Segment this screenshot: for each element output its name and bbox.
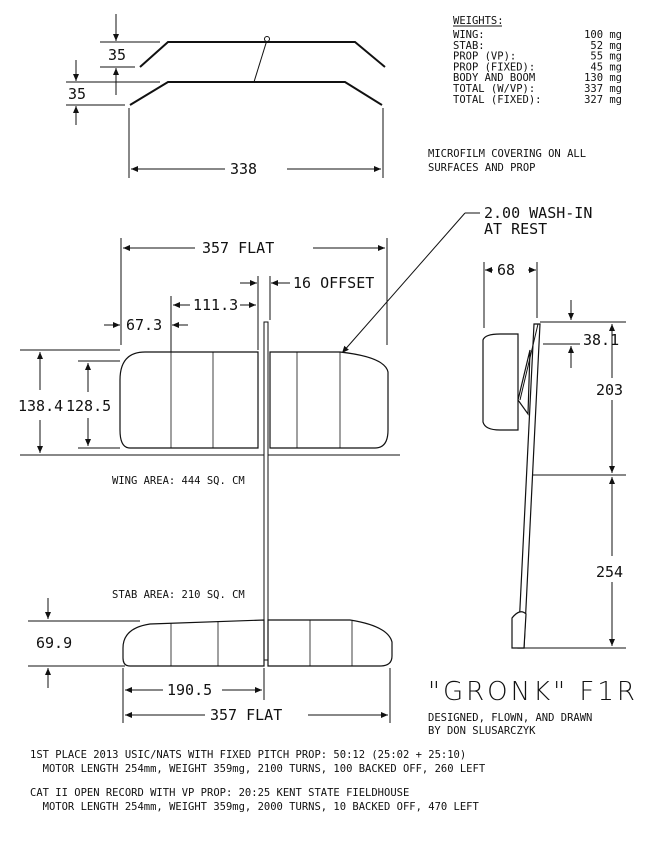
- stab-area-label: STAB AREA: 210 SQ. CM: [112, 589, 245, 601]
- wing-area-label: WING AREA: 444 SQ. CM: [112, 475, 245, 487]
- weight-value: 45 mg: [590, 61, 622, 73]
- top-view-stab: 69.9 190.5 357 FLAT: [28, 598, 393, 724]
- record-1-line-1: 1ST PLACE 2013 USIC/NATS WITH FIXED PITC…: [30, 749, 466, 761]
- model-title: "GRONK" F1R: [428, 677, 638, 707]
- washin-note-line-1: 2.00 WASH-IN: [484, 204, 592, 222]
- top-view-wing: 357 FLAT 16 OFFSET 111.3 67.3 138.4: [18, 238, 400, 661]
- weight-label: PROP (VP):: [453, 51, 516, 63]
- side-width-dim: 68: [497, 261, 515, 279]
- weight-value: 327 mg: [584, 94, 622, 106]
- side-upper-dim: 203: [596, 381, 623, 399]
- stab-chord-dim: 69.9: [36, 634, 72, 652]
- covering-note-line-2: SURFACES AND PROP: [428, 162, 535, 174]
- offset-dim: 16 OFFSET: [293, 274, 374, 292]
- rib-spacing-dim: 111.3: [193, 296, 238, 314]
- record-1-line-2: MOTOR LENGTH 254mm, WEIGHT 359mg, 2100 T…: [30, 763, 486, 775]
- covering-note-line-1: MICROFILM COVERING ON ALL: [428, 148, 586, 160]
- dihedral-lower-dim: 35: [68, 85, 86, 103]
- front-span-dim: 338: [230, 160, 257, 178]
- weight-label: PROP (FIXED):: [453, 61, 535, 73]
- wing-span-dim: 357 FLAT: [202, 239, 274, 257]
- washin-note-line-2: AT REST: [484, 220, 547, 238]
- record-2-line-2: MOTOR LENGTH 254mm, WEIGHT 359mg, 2000 T…: [30, 801, 480, 813]
- dihedral-upper-dim: 35: [108, 46, 126, 64]
- side-offset-dim: 38.1: [583, 331, 619, 349]
- side-view: 68 38.1 203 254: [482, 261, 626, 649]
- tip-inset-dim: 67.3: [126, 316, 162, 334]
- record-2-line-1: CAT II OPEN RECORD WITH VP PROP: 20:25 K…: [30, 787, 409, 799]
- side-lower-dim: 254: [596, 563, 623, 581]
- credits-line-2: BY DON SLUSARCZYK: [428, 725, 536, 737]
- weight-value: 130 mg: [584, 72, 622, 84]
- credits-line-1: DESIGNED, FLOWN, AND DRAWN: [428, 712, 592, 724]
- weight-label: WING:: [453, 29, 485, 41]
- weights-table: WEIGHTS: WING: 100 mg STAB: 52 mg PROP (VP):…: [453, 15, 622, 106]
- stab-span-dim: 357 FLAT: [210, 706, 282, 724]
- chord-inner-dim: 128.5: [66, 397, 111, 415]
- chord-outer-dim: 138.4: [18, 397, 63, 415]
- stab-half-dim: 190.5: [167, 681, 212, 699]
- weight-value: 52 mg: [590, 40, 622, 52]
- weight-value: 100 mg: [584, 29, 622, 41]
- weights-heading: WEIGHTS:: [453, 15, 504, 27]
- weight-label: TOTAL (W/VP):: [453, 83, 535, 95]
- weight-label: STAB:: [453, 40, 485, 52]
- weight-label: TOTAL (FIXED):: [453, 94, 542, 106]
- weight-value: 337 mg: [584, 83, 622, 95]
- front-view: 35 35 338: [66, 14, 386, 178]
- weight-value: 55 mg: [590, 51, 622, 63]
- weight-label: BODY AND BOOM: [453, 72, 535, 84]
